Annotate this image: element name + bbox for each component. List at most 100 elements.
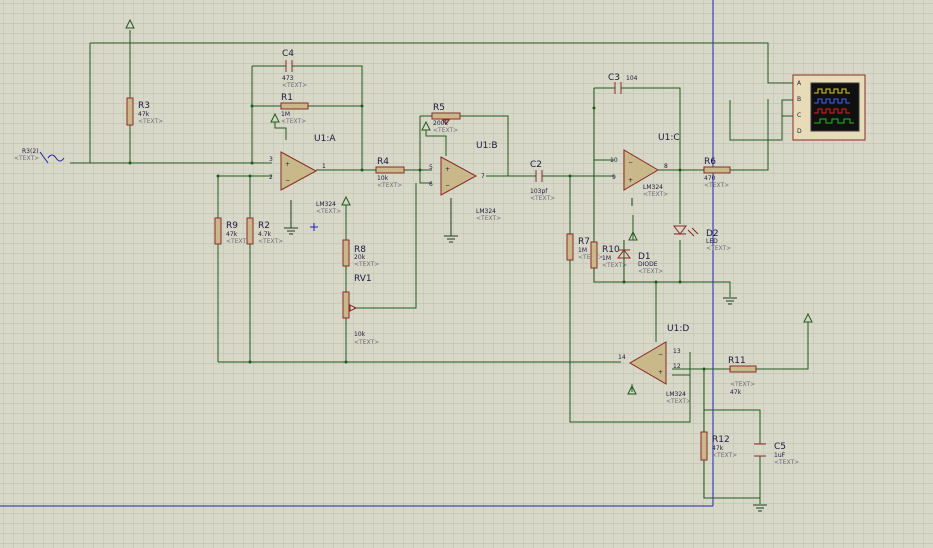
components-r1-tag-label: <TEXT> [281,118,306,125]
components-r9-value-label: 47k [226,231,238,238]
components-r12-value-label: 47k [712,445,724,452]
scope-channel-b-label: B [797,96,801,103]
signal-source-tag: <TEXT> [14,155,39,162]
components-r2-name-label: R2 [258,221,270,231]
components-c2-name-label: C2 [530,160,542,170]
potentiometer-rv1[interactable]: RV1 10k <TEXT> [342,274,379,346]
components-r10-value-label: 1M [602,255,611,262]
svg-text:+: + [628,177,633,184]
components-r12-tag-label: <TEXT> [712,452,737,459]
oscilloscope[interactable]: A B C D [792,74,866,141]
resistor-r6[interactable]: R6 470 <TEXT> [703,157,731,189]
components-r5-value-label: 200k [433,120,448,127]
components-r3-value-label: 47k [138,111,150,118]
components-u1c-pins-0-label: 10 [610,157,618,164]
resistor-r2[interactable]: R2 4.7k <TEXT> [246,217,283,245]
power-terminals [125,18,813,395]
components-u1c-pins-2-label: 8 [664,163,668,170]
scope-channel-d-label: D [797,128,802,135]
signal-source[interactable]: R3(2) <TEXT> [14,148,65,164]
components-r2-value-label: 4.7k [258,231,272,238]
opamp-u1a[interactable]: +− 3 2 1 U1:A LM324 <TEXT> [269,134,341,215]
components-r3-tag-label: <TEXT> [138,118,163,125]
components-rv1-tag-label: <TEXT> [354,339,379,346]
components-u1a-tag-label: <TEXT> [316,208,341,215]
components-r6-tag-label: <TEXT> [704,182,729,189]
resistor-r1[interactable]: R1 1M <TEXT> [280,93,309,125]
capacitor-c5[interactable]: C5 1uF <TEXT> [754,442,799,466]
components-u1d-pins-1-label: 13 [673,348,681,355]
opamp-u1c[interactable]: −+ 10 9 8 U1:C LM324 <TEXT> [610,133,680,198]
components-r9-name-label: R9 [226,221,238,231]
components-r4-value-label: 10k [377,175,389,182]
components-r1-value-label: 1M [281,111,290,118]
resistor-r5[interactable]: R5 200k <TEXT> [431,103,461,134]
components-u1d-pins-2-label: 12 [673,363,681,370]
components-u1a-name-label: U1:A [314,134,336,144]
components-c3-value-label: 104 [626,75,638,82]
components-c4-tag-label: <TEXT> [282,82,307,89]
components-c3-name-label: C3 [608,73,620,83]
components-u1d-tag-label: <TEXT> [666,398,691,405]
components-u1a-pins-2-label: 1 [322,163,326,170]
grounds [284,198,767,512]
components-u1a-part-label: LM324 [316,201,336,208]
svg-text:+: + [445,166,450,173]
components-d1-value-label: DIODE [638,261,658,268]
components-r7-value-label: 1M [578,247,587,254]
resistor-r11[interactable]: R11 <TEXT> 47k [728,356,757,396]
resistor-r4[interactable]: R4 10k <TEXT> [375,157,405,189]
components-c4-name-label: C4 [282,49,294,59]
components-u1b-tag-label: <TEXT> [476,215,501,222]
resistor-r12[interactable]: R12 47k <TEXT> [700,431,737,461]
capacitor-c3[interactable]: C3 104 [608,73,638,94]
components-c4-value-label: 473 [282,75,294,82]
svg-text:−: − [445,182,450,189]
opamp-u1b[interactable]: +− 5 6 7 U1:B LM324 <TEXT> [429,141,501,222]
components-u1a-pins-0-label: 3 [269,156,273,163]
crosshair-cursor-icon [310,223,318,231]
components-r3-name-label: R3 [138,101,150,111]
components-r4-tag-label: <TEXT> [377,182,402,189]
capacitor-c2[interactable]: C2 103pf <TEXT> [530,160,555,202]
components-c2-tag-label: <TEXT> [530,195,555,202]
components-r5-tag-label: <TEXT> [433,127,458,134]
components-d1-tag-label: <TEXT> [638,268,663,275]
components-d2-name-label: D2 [706,229,719,239]
components-r8-value-label: 20k [354,254,366,261]
components-r10-name-label: R10 [602,245,620,255]
capacitor-c4[interactable]: C4 473 <TEXT> [282,49,307,89]
resistor-r3[interactable]: R3 47k <TEXT> [126,97,163,126]
diode-d1[interactable]: D1 DIODE <TEXT> [617,240,663,282]
components-d1-name-label: D1 [638,252,651,262]
svg-text:−: − [658,351,663,358]
signal-source-label: R3(2) [22,148,39,155]
resistor-r8[interactable]: R8 20k <TEXT> [342,239,379,268]
scope-channel-a-label: A [797,80,802,87]
components-u1b-pins-2-label: 7 [481,173,485,180]
components-u1b-pins-0-label: 5 [429,164,433,171]
wires [70,30,809,504]
components-rv1-name-label: RV1 [354,274,372,284]
components-u1c-part-label: LM324 [643,184,663,191]
resistor-r10[interactable]: R10 1M <TEXT> [590,241,627,269]
components-u1d-pins-0-label: 14 [618,354,626,361]
components-c5-value-label: 1uF [774,452,786,459]
components-r2-tag-label: <TEXT> [258,238,283,245]
opamp-u1d[interactable]: −+ 14 13 12 U1:D LM324 <TEXT> [618,324,691,405]
components-r1-name-label: R1 [281,93,293,103]
components-r11-name-label: R11 [728,356,746,366]
components-u1c-name-label: U1:C [658,133,680,143]
components-u1c-pins-1-label: 9 [612,174,616,181]
led-d2[interactable]: D2 LED <TEXT> [673,225,731,252]
components-u1b-name-label: U1:B [476,141,498,151]
components-u1d-part-label: LM324 [666,391,686,398]
resistor-r9[interactable]: R9 47k <TEXT> [214,217,251,245]
components-u1d-name-label: U1:D [667,324,689,334]
components-r12-name-label: R12 [712,435,730,445]
components-r11-tag-label: <TEXT> [730,381,755,388]
components-r10-tag-label: <TEXT> [602,262,627,269]
components-r11-value-label: 47k [730,389,742,396]
